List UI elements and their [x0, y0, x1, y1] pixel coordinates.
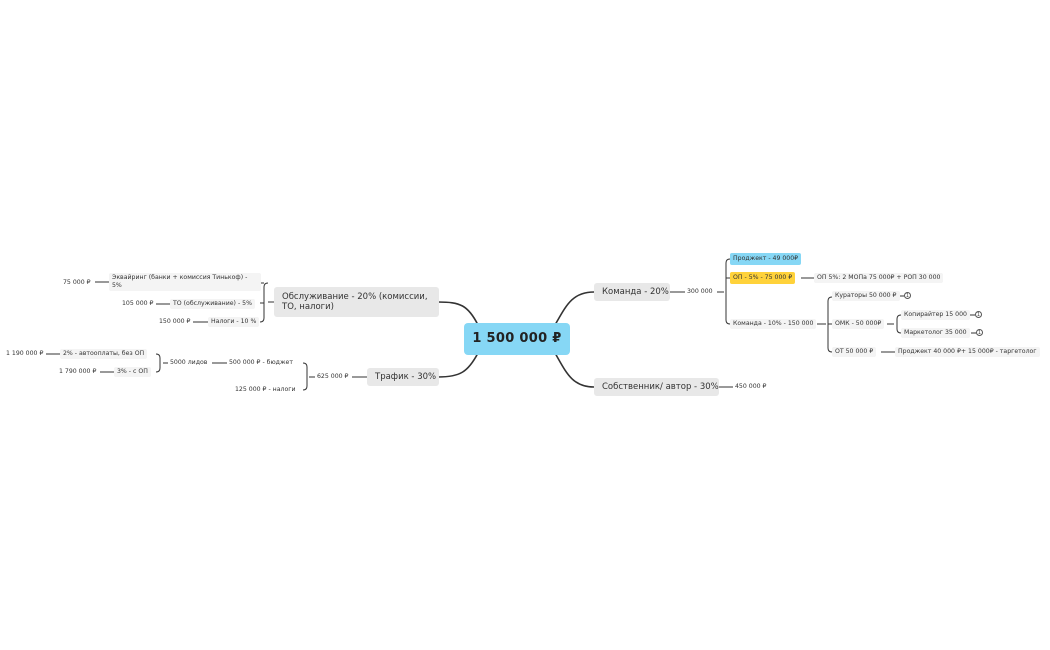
ot-detail-label: Проджект 40 000 ₽+ 15 000₽ - таргетолог	[898, 348, 1037, 356]
copywriter-label: Копирайтер 15 000	[904, 311, 967, 319]
curators-label: Кураторы 50 000 ₽	[835, 292, 897, 300]
link-omk-bracket	[887, 314, 902, 334]
traffic-budget[interactable]: 500 000 ₽ - бюджет	[227, 358, 295, 368]
team10-label: Команда - 10% - 150 000	[733, 320, 814, 328]
traffic-label: Трафик - 30%	[375, 371, 437, 382]
traffic-total-text: 625 000 ₽	[317, 373, 349, 381]
auto-payments-node[interactable]: 2% - автооплаты, без ОП	[60, 349, 148, 359]
maintenance-value-text: 105 000 ₽	[122, 300, 154, 308]
team10-node[interactable]: Команда - 10% - 150 000	[730, 319, 817, 329]
auto-payments-label: 2% - автооплаты, без ОП	[63, 350, 145, 358]
curators-node[interactable]: Кураторы 50 000 ₽	[832, 291, 900, 301]
ot-node[interactable]: ОТ 50 000 ₽	[832, 347, 877, 357]
auto-payments-value-text: 1 190 000 ₽	[6, 350, 44, 358]
maintenance-value[interactable]: 105 000 ₽	[120, 299, 156, 309]
traffic-taxes[interactable]: 125 000 ₽ - налоги	[233, 385, 298, 395]
link-center-service	[437, 301, 479, 326]
taxes-label: Налоги - 10 %	[211, 318, 257, 326]
traffic-taxes-text: 125 000 ₽ - налоги	[235, 386, 296, 394]
team-amount-text: 300 000	[687, 288, 713, 296]
taxes-node[interactable]: Налоги - 10 %	[208, 317, 260, 327]
curators-badge-text: 1	[905, 293, 910, 299]
owner-amount-text: 450 000 ₽	[735, 383, 767, 391]
acquiring-value[interactable]: 75 000 ₽	[61, 278, 93, 287]
acquiring-value-text: 75 000 ₽	[63, 278, 91, 286]
marketer-badge-text: 1	[977, 330, 982, 336]
marketer-badge-icon[interactable]: 1	[976, 329, 983, 336]
with-op-node[interactable]: 3% - с ОП	[114, 367, 151, 377]
copywriter-badge-icon[interactable]: 1	[975, 311, 982, 318]
op-label: ОП - 5% - 75 000 ₽	[733, 274, 793, 282]
owner-amount[interactable]: 450 000 ₽	[733, 382, 769, 392]
team-amount[interactable]: 300 000	[685, 287, 715, 297]
team-label: Команда - 20%	[602, 286, 669, 297]
center-node[interactable]: 1 500 000 ₽	[464, 323, 570, 355]
taxes-value[interactable]: 150 000 ₽	[157, 317, 193, 327]
curators-badge-icon[interactable]: 1	[904, 292, 911, 299]
traffic-branch[interactable]: Трафик - 30%	[367, 368, 439, 386]
service-label: Обслуживание - 20% (комиссии, ТО, налоги…	[282, 291, 428, 312]
acquiring-node[interactable]: Эквайринг (банки + комиссия Тинькоф) - 5…	[109, 273, 261, 291]
auto-payments-value[interactable]: 1 190 000 ₽	[4, 349, 46, 359]
omk-node[interactable]: ОМК - 50 000₽	[832, 319, 885, 329]
acquiring-label: Эквайринг (банки + комиссия Тинькоф) - 5…	[112, 274, 248, 289]
traffic-total[interactable]: 625 000 ₽	[315, 372, 351, 382]
marketer-node[interactable]: Маркетолог 35 000	[901, 328, 970, 338]
link-service-bracket	[259, 282, 274, 323]
link-leads-bracket	[155, 353, 168, 373]
owner-label: Собственник/ автор - 30%	[602, 381, 719, 392]
center-label: 1 500 000 ₽	[472, 331, 562, 347]
ot-detail-node[interactable]: Проджект 40 000 ₽+ 15 000₽ - таргетолог	[895, 347, 1040, 357]
op-node[interactable]: ОП - 5% - 75 000 ₽	[730, 272, 796, 284]
link-center-team	[554, 291, 595, 326]
copywriter-node[interactable]: Копирайтер 15 000	[901, 310, 970, 320]
link-center-owner	[554, 352, 595, 388]
ot-label: ОТ 50 000 ₽	[835, 348, 874, 356]
maintenance-node[interactable]: ТО (обслуживание) - 5%	[170, 299, 255, 309]
project-label: Проджект - 49 000₽	[733, 255, 799, 263]
op-detail-node[interactable]: ОП 5%: 2 МОПа 75 000₽ + РОП 30 000	[814, 273, 944, 283]
traffic-budget-text: 500 000 ₽ - бюджет	[229, 359, 293, 367]
with-op-value-text: 1 790 000 ₽	[59, 368, 97, 376]
omk-label: ОМК - 50 000₽	[835, 320, 882, 328]
link-team-bracket	[717, 258, 731, 325]
project-node[interactable]: Проджект - 49 000₽	[730, 253, 802, 265]
traffic-leads[interactable]: 5000 лидов	[168, 358, 210, 368]
with-op-label: 3% - с ОП	[117, 368, 148, 376]
service-branch[interactable]: Обслуживание - 20% (комиссии, ТО, налоги…	[274, 287, 439, 317]
with-op-value[interactable]: 1 790 000 ₽	[57, 367, 99, 377]
marketer-label: Маркетолог 35 000	[904, 329, 967, 337]
op-detail-label: ОП 5%: 2 МОПа 75 000₽ + РОП 30 000	[817, 274, 941, 282]
copywriter-badge-text: 1	[976, 312, 981, 318]
team-branch[interactable]: Команда - 20%	[594, 283, 670, 301]
taxes-value-text: 150 000 ₽	[159, 318, 191, 326]
link-team10-bracket	[817, 296, 833, 353]
owner-branch[interactable]: Собственник/ автор - 30%	[594, 378, 719, 396]
link-center-traffic	[437, 352, 479, 378]
maintenance-label: ТО (обслуживание) - 5%	[173, 300, 252, 308]
traffic-leads-text: 5000 лидов	[170, 359, 208, 367]
link-traffic-bracket	[302, 362, 315, 391]
